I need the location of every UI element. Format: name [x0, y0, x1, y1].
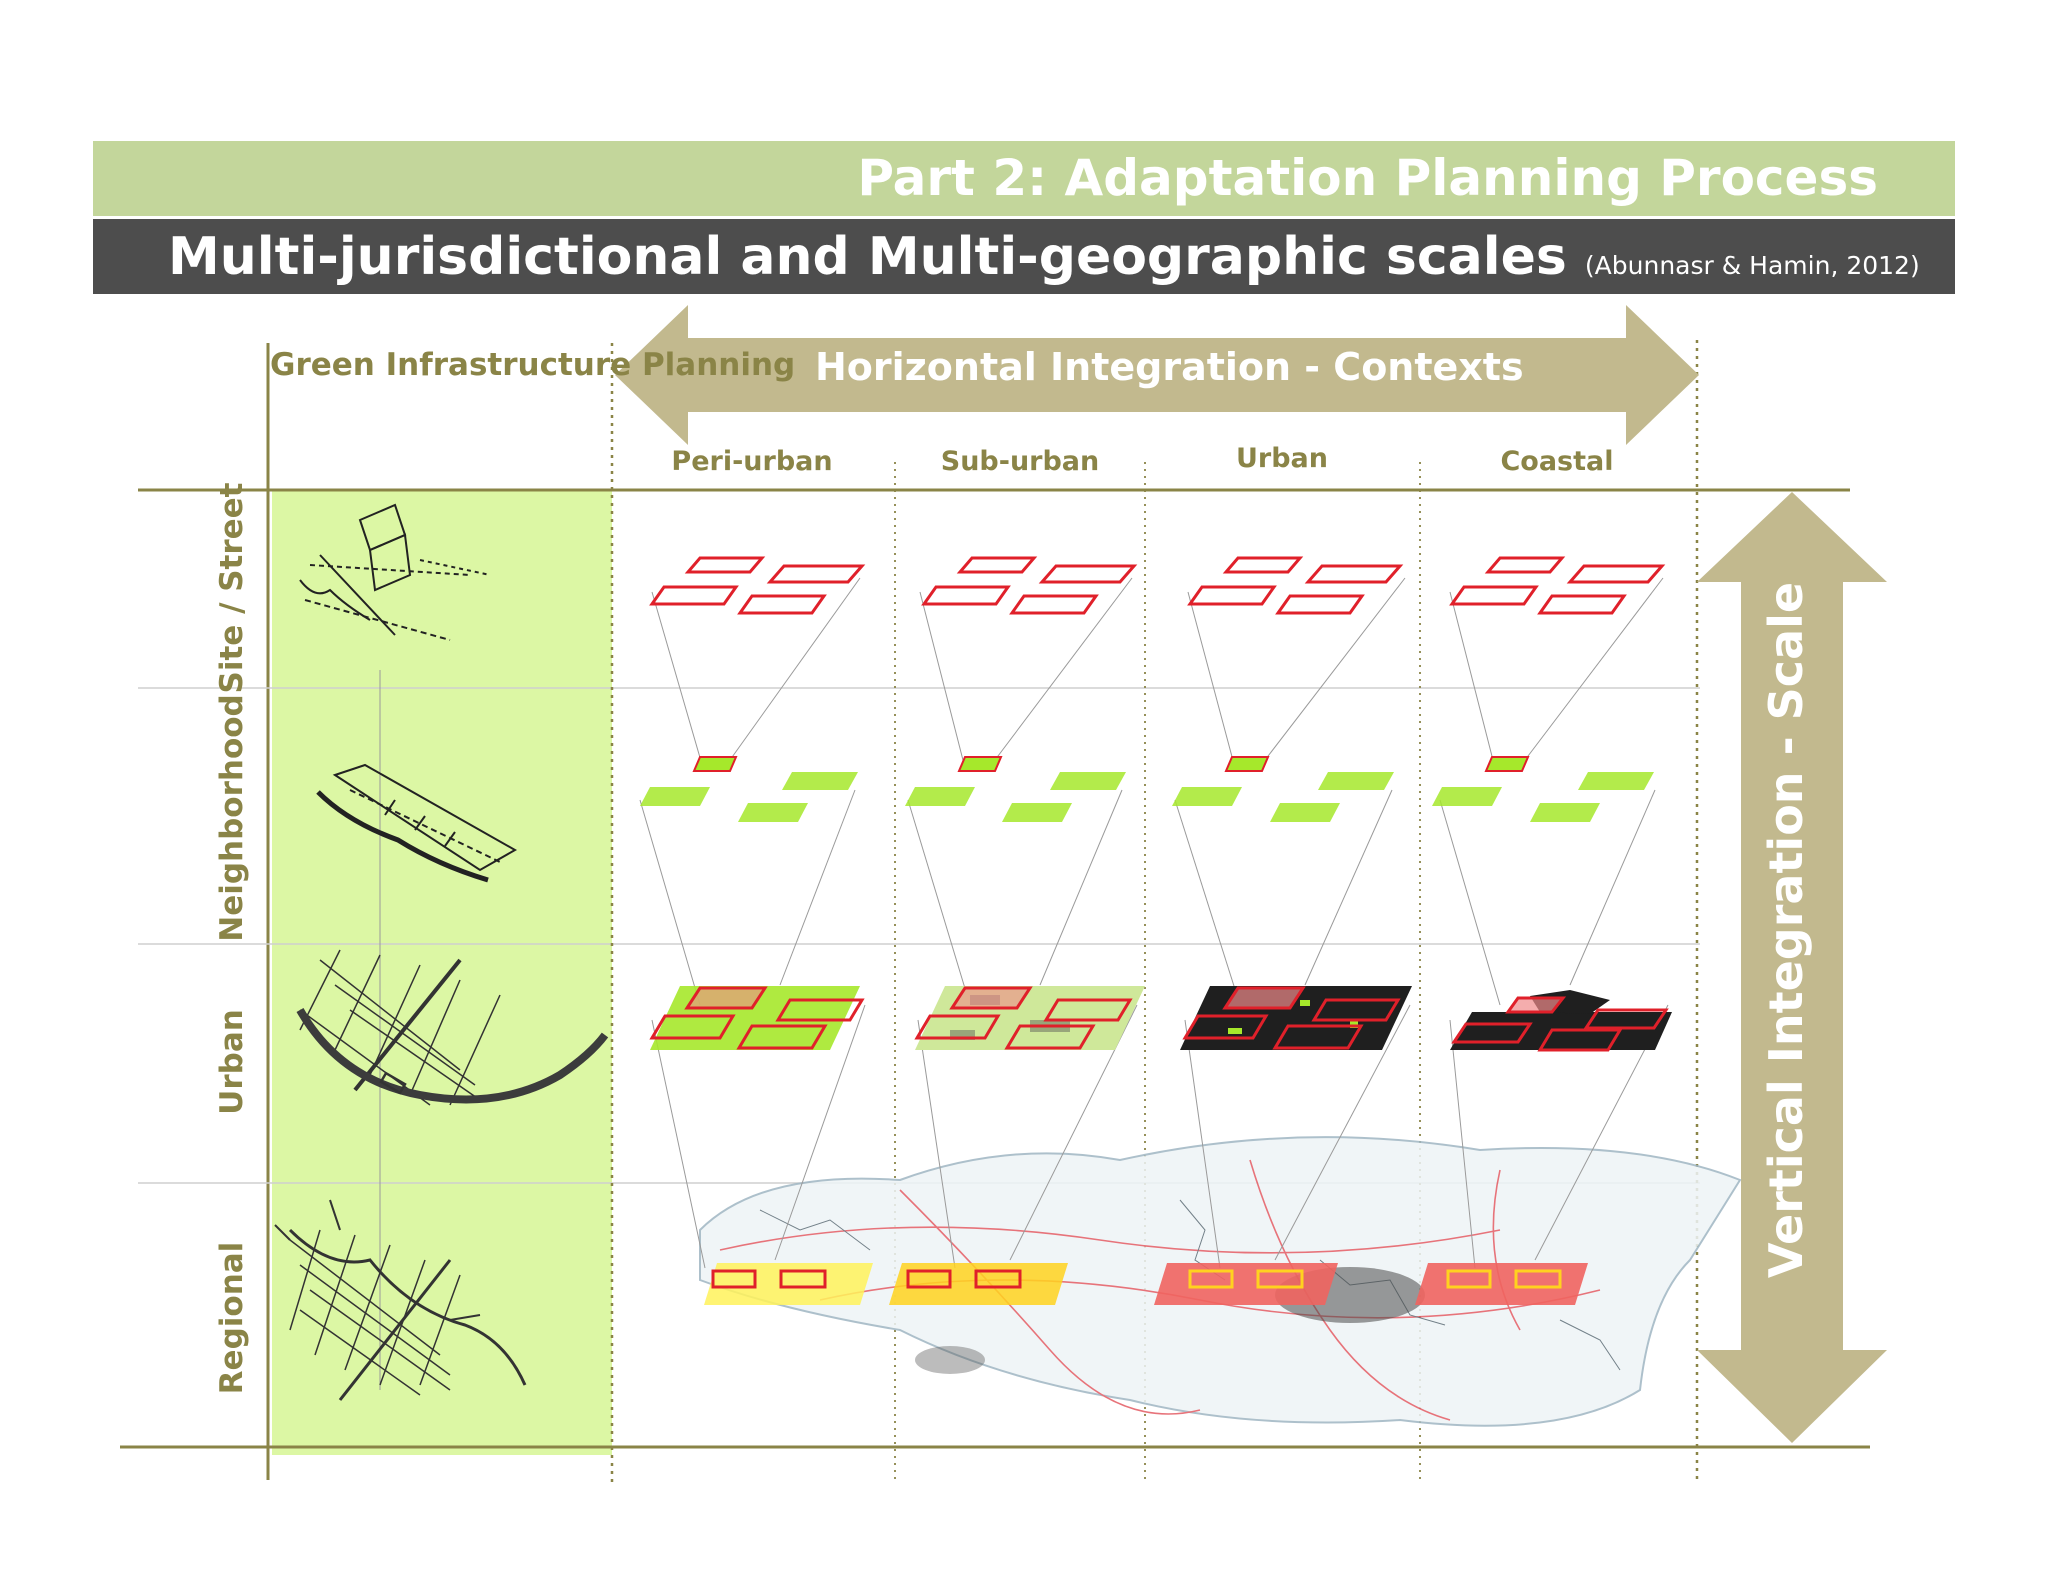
column-urban: Urban: [1235, 443, 1329, 474]
col-peri-urban-neighborhood: [640, 756, 858, 822]
horizontal-integration-label: Horizontal Integration - Contexts: [815, 345, 1524, 389]
column-dividers: [610, 340, 1699, 1482]
part-title-band: [93, 141, 1955, 216]
col-coastal-site: [1449, 556, 1666, 615]
site-sketch: [299, 503, 491, 641]
neighborhood-sketch: [316, 763, 518, 883]
grid-lines: [120, 343, 1870, 1480]
col-urban-site: [1187, 556, 1404, 615]
col-urban-urban: [1180, 986, 1412, 1050]
row-urban: Urban: [214, 1009, 250, 1115]
part-title: Part 2: Adaptation Planning Process: [857, 149, 1878, 207]
col-urban-regional: [1154, 1263, 1338, 1305]
col-coastal-urban: [1450, 990, 1672, 1052]
col-urban-neighborhood: [1172, 756, 1394, 822]
regional-sketch: [274, 1199, 527, 1401]
col-peri-urban-urban: [649, 986, 865, 1050]
title-band: [93, 219, 1955, 294]
col-peri-urban-site: [649, 556, 866, 615]
citation: (Abunnasr & Hamin, 2012): [1584, 251, 1920, 280]
col-sub-urban-regional: [889, 1263, 1068, 1305]
column-sub-urban: Sub-urban: [940, 446, 1100, 477]
vertical-arrow: [1697, 492, 1887, 1443]
col-peri-urban-regional: [704, 1263, 873, 1305]
column-coastal: Coastal: [1500, 446, 1614, 477]
vertical-integration-label: Vertical Integration - Scale: [1759, 581, 1813, 1279]
urban-sketch: [296, 949, 609, 1106]
slide-title-text: Multi-jurisdictional and Multi-geographi…: [168, 227, 1567, 287]
column-peri-urban: Peri-urban: [671, 446, 833, 477]
horizontal-arrow: [615, 305, 1699, 445]
row-neighborhood: Neighborhood: [214, 694, 250, 942]
gi-panel: [272, 490, 612, 1455]
col-sub-urban-urban: [914, 986, 1145, 1050]
slide-title: Multi-jurisdictional and Multi-geographi…: [168, 225, 1920, 298]
col-coastal-neighborhood: [1432, 756, 1654, 822]
row-regional: Regional: [214, 1241, 250, 1395]
col-sub-urban-neighborhood: [905, 756, 1126, 822]
row-site-street: Site / Street: [214, 482, 250, 694]
column-dividers-inner: [894, 462, 1421, 1482]
col-coastal-regional: [1415, 1263, 1588, 1305]
gi-planning-label: Green Infrastructure Planning: [270, 347, 796, 383]
col-sub-urban-site: [921, 556, 1138, 615]
